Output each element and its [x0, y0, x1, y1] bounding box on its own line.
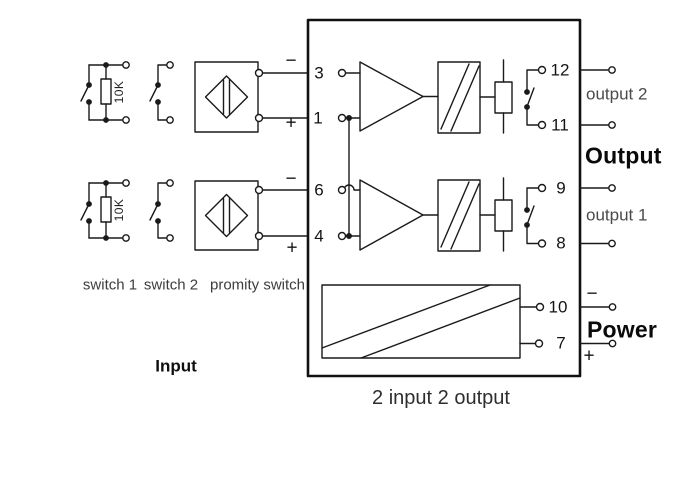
junction-dot	[346, 232, 353, 239]
terminal-circle	[537, 65, 547, 75]
power-circuit	[321, 284, 617, 359]
terminal-12-label: 12	[550, 60, 570, 80]
terminal-circle	[254, 185, 264, 195]
terminal-circle	[337, 231, 347, 241]
terminal-1-label: 1	[313, 108, 323, 128]
terminal-circle	[166, 116, 174, 124]
relay-coil	[494, 81, 513, 114]
external-terminal-circle	[608, 339, 617, 348]
terminal-circle	[166, 61, 174, 69]
terminal-circle	[166, 179, 174, 187]
plus-sign-input-bottom: +	[286, 237, 298, 259]
amplifier-triangle	[359, 61, 424, 132]
terminal-circle	[534, 339, 544, 348]
terminal-circle	[337, 68, 347, 78]
output1-label: output 1	[586, 205, 648, 225]
terminal-circle	[537, 239, 547, 248]
terminal-7-label: 7	[556, 333, 566, 353]
terminal-circle	[337, 185, 347, 195]
contact-dot	[524, 207, 530, 213]
minus-sign-input-top: −	[285, 50, 297, 72]
proximity-switch-symbol-bottom	[194, 180, 309, 251]
terminal-9-label: 9	[556, 178, 566, 198]
power-section-label: Power	[587, 316, 658, 343]
proximity-diamond-icon	[204, 75, 249, 119]
terminal-circle	[337, 113, 347, 123]
terminal-circle	[254, 231, 264, 241]
terminal-4-label: 4	[314, 226, 324, 246]
terminal-circle	[122, 179, 130, 187]
terminal-8-label: 8	[556, 233, 566, 253]
proximity-switch-label: promity switch	[210, 276, 306, 294]
junction-dot	[103, 235, 109, 241]
proximity-diamond-icon	[204, 193, 249, 238]
terminal-circle	[122, 116, 130, 124]
external-terminal-circle	[608, 303, 617, 311]
terminal-circle	[122, 234, 130, 242]
contact-dot	[155, 82, 161, 88]
external-terminal-circle	[608, 66, 616, 74]
relay-coil	[494, 199, 513, 232]
contact-dot	[86, 82, 92, 88]
switch2-label: switch 2	[143, 276, 199, 294]
terminal-circle	[537, 183, 547, 193]
contact-dot	[86, 201, 92, 207]
switch1-symbol-top	[80, 61, 130, 124]
output-section-label: Output	[585, 142, 662, 169]
minus-sign-input-bottom: −	[285, 168, 297, 190]
external-terminal-circle	[608, 121, 616, 129]
terminal-circle	[254, 68, 264, 78]
terminal-11-label: 11	[551, 115, 569, 135]
terminal-circle	[122, 61, 130, 69]
switch1-label: switch 1	[82, 276, 138, 294]
output2-label: output 2	[586, 84, 648, 104]
module-outline	[306, 18, 582, 378]
plus-sign-power: +	[583, 345, 595, 367]
contact-dot	[86, 218, 92, 224]
amplifier-triangle	[359, 179, 424, 251]
switch1-symbol-bottom	[80, 179, 130, 242]
resistor-value-label-bottom: 10K	[112, 198, 126, 221]
device-caption: 2 input 2 output	[372, 387, 510, 409]
terminal-circle	[537, 120, 547, 130]
switch2-symbol-bottom	[149, 179, 174, 242]
junction-dot	[103, 117, 109, 123]
channel2-circuit	[337, 59, 616, 237]
channel1-circuit	[337, 177, 616, 252]
resistor-value-label-top: 10K	[112, 80, 126, 103]
terminal-3-label: 3	[314, 63, 324, 83]
contact-dot	[524, 222, 530, 228]
contact-dot	[155, 201, 161, 207]
external-terminal-circle	[608, 184, 616, 192]
external-terminal-circle	[608, 239, 616, 248]
contact-dot	[86, 99, 92, 105]
junction-dot	[103, 62, 109, 68]
terminal-circle	[254, 113, 264, 123]
contact-dot	[155, 218, 161, 224]
terminal-circle	[166, 234, 174, 242]
proximity-switch-symbol-top	[194, 61, 309, 133]
contact-dot	[524, 104, 530, 110]
minus-sign-power: −	[586, 283, 598, 305]
junction-dot	[103, 180, 109, 186]
terminal-circle	[535, 302, 545, 312]
contact-dot	[155, 99, 161, 105]
switch2-symbol-top	[149, 61, 174, 124]
terminal-10-label: 10	[548, 297, 568, 317]
contact-dot	[524, 89, 530, 95]
input-section-label: Input	[155, 356, 197, 376]
terminal-6-label: 6	[314, 180, 324, 200]
plus-sign-input-top: +	[285, 112, 297, 134]
power-isolation-block	[321, 284, 521, 359]
junction-dot	[346, 114, 353, 121]
